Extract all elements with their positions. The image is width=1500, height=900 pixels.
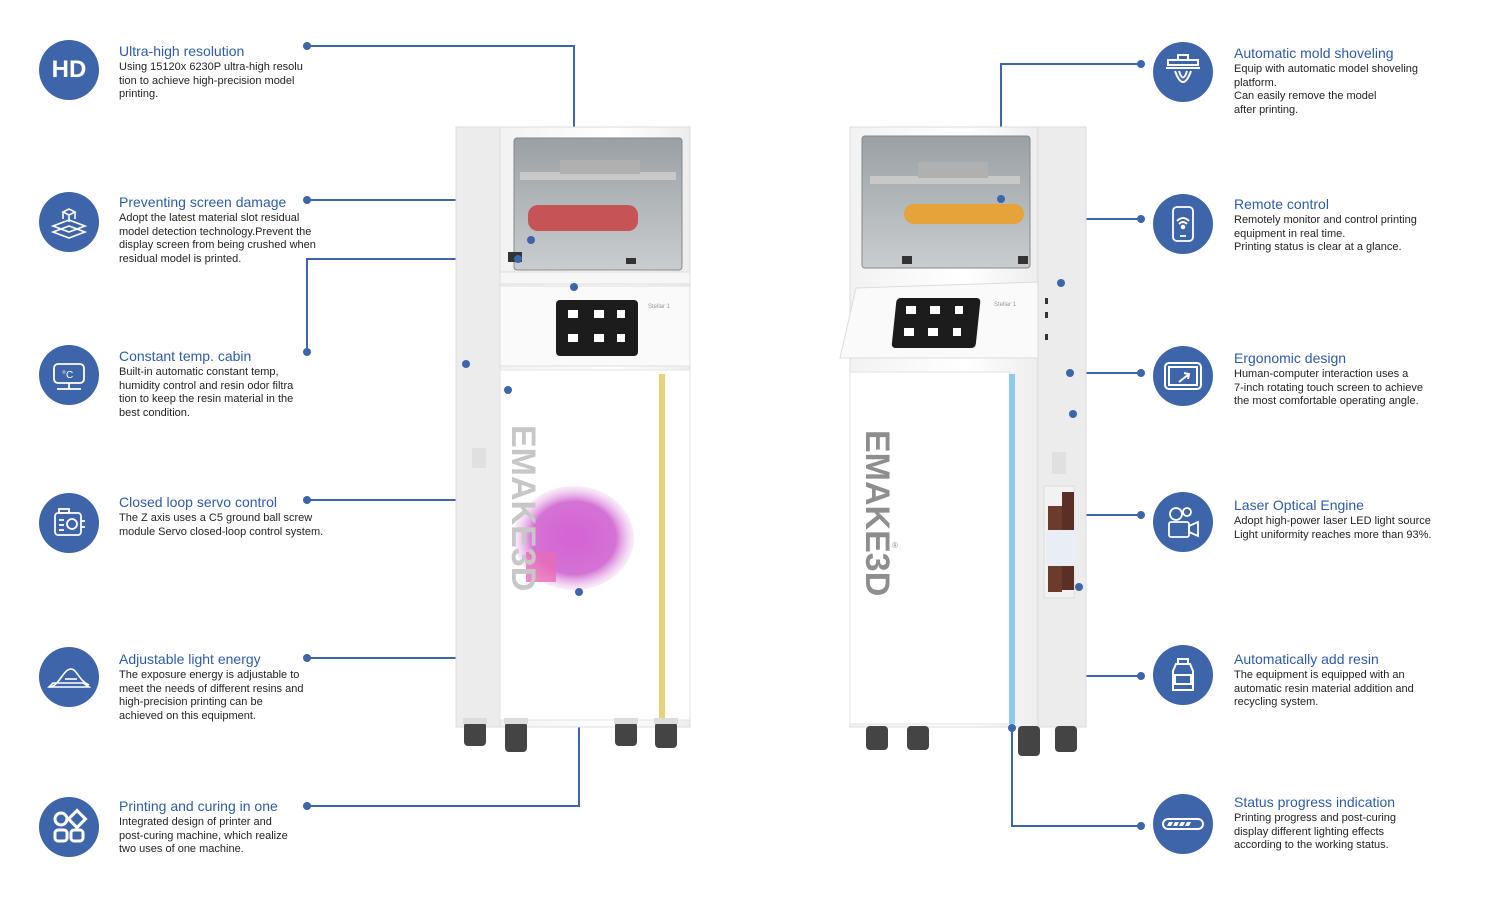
all-in-one-icon [39, 797, 99, 857]
left-brand-text: EMAKE3D [504, 425, 542, 591]
feature-description: Built-in automatic constant temp, humidi… [119, 366, 294, 419]
feature-description: The Z axis uses a C5 ground ball screw m… [119, 512, 324, 538]
feature-remote-control: Remote control Remotely monitor and cont… [1234, 196, 1494, 255]
feature-description: Using 15120x 6230P ultra-high resolu tio… [119, 61, 303, 100]
light-energy-icon [39, 647, 99, 707]
feature-ultra-high-resolution: Ultra-high resolution Using 15120x 6230P… [119, 43, 379, 102]
feature-title: Printing and curing in one [119, 798, 278, 814]
rotating-screen-icon [1153, 346, 1213, 406]
feature-description: Adopt the latest material slot residual … [119, 212, 316, 265]
feature-status-progress-indication: Status progress indication Printing prog… [1234, 794, 1494, 853]
right-status-strip [1009, 374, 1015, 724]
feature-title: Constant temp. cabin [119, 348, 252, 364]
left-printer: Stellar 1 EMAKE3D [455, 126, 691, 752]
feature-description: Integrated design of printer and post-cu… [119, 816, 288, 855]
feature-title: Remote control [1234, 196, 1329, 212]
feature-title: Ergonomic design [1234, 350, 1347, 366]
feature-title: Preventing screen damage [119, 194, 287, 210]
feature-printing-and-curing: Printing and curing in one Integrated de… [119, 798, 379, 857]
progress-bar-icon [1153, 794, 1213, 854]
feature-title: Adjustable light energy [119, 651, 261, 667]
svg-text:°C: °C [62, 370, 73, 381]
mold-shoveling-icon [1153, 42, 1213, 102]
feature-description: Remotely monitor and control printing eq… [1234, 214, 1417, 253]
layers-cube-icon [39, 192, 99, 252]
feature-title: Ultra-high resolution [119, 43, 245, 59]
left-status-strip [659, 374, 665, 720]
right-model-label: Stellar 1 [994, 302, 1017, 308]
feature-description: The equipment is equipped with an automa… [1234, 669, 1414, 708]
feature-title: Laser Optical Engine [1234, 497, 1364, 513]
temperature-cabin-icon: °C [39, 345, 99, 405]
smartphone-wifi-icon [1153, 194, 1213, 254]
leader-constant-temp [306, 258, 518, 352]
feature-laser-optical-engine: Laser Optical Engine Adopt high-power la… [1234, 497, 1494, 542]
resin-bottle-icon [1153, 645, 1213, 705]
feature-title: Automatic mold shoveling [1234, 45, 1394, 61]
leader-progress [1011, 728, 1141, 827]
right-brand-text: EMAKE3D [858, 430, 896, 596]
leader-dots [303, 42, 1145, 830]
feature-description: Adopt high-power laser LED light source … [1234, 515, 1432, 541]
feature-automatically-add-resin: Automatically add resin The equipment is… [1234, 651, 1494, 710]
feature-description: Human-computer interaction uses a 7-inch… [1234, 368, 1423, 407]
feature-title: Status progress indication [1234, 794, 1396, 810]
registered-mark: ® [892, 541, 898, 550]
feature-closed-loop-servo: Closed loop servo control The Z axis use… [119, 494, 379, 539]
servo-motor-icon [39, 493, 99, 553]
feature-preventing-screen-damage: Preventing screen damage Adopt the lates… [119, 194, 379, 266]
feature-adjustable-light-energy: Adjustable light energy The exposure ene… [119, 651, 379, 723]
feature-title: Closed loop servo control [119, 494, 277, 510]
hd-icon: HD [39, 40, 99, 100]
feature-description: Equip with automatic model shoveling pla… [1234, 63, 1419, 116]
feature-ergonomic-design: Ergonomic design Human-computer interact… [1234, 350, 1494, 409]
laser-camera-icon [1153, 492, 1213, 552]
feature-constant-temp-cabin: Constant temp. cabin Built-in automatic … [119, 348, 379, 420]
feature-description: The exposure energy is adjustable to mee… [119, 669, 304, 722]
right-printer: Stellar 1 EMAKE3D ® [839, 126, 1087, 756]
left-model-label: Stellar 1 [648, 304, 671, 310]
feature-description: Printing progress and post-curing displa… [1234, 812, 1397, 851]
feature-title: Automatically add resin [1234, 651, 1379, 667]
feature-automatic-mold-shoveling: Automatic mold shoveling Equip with auto… [1234, 45, 1494, 117]
